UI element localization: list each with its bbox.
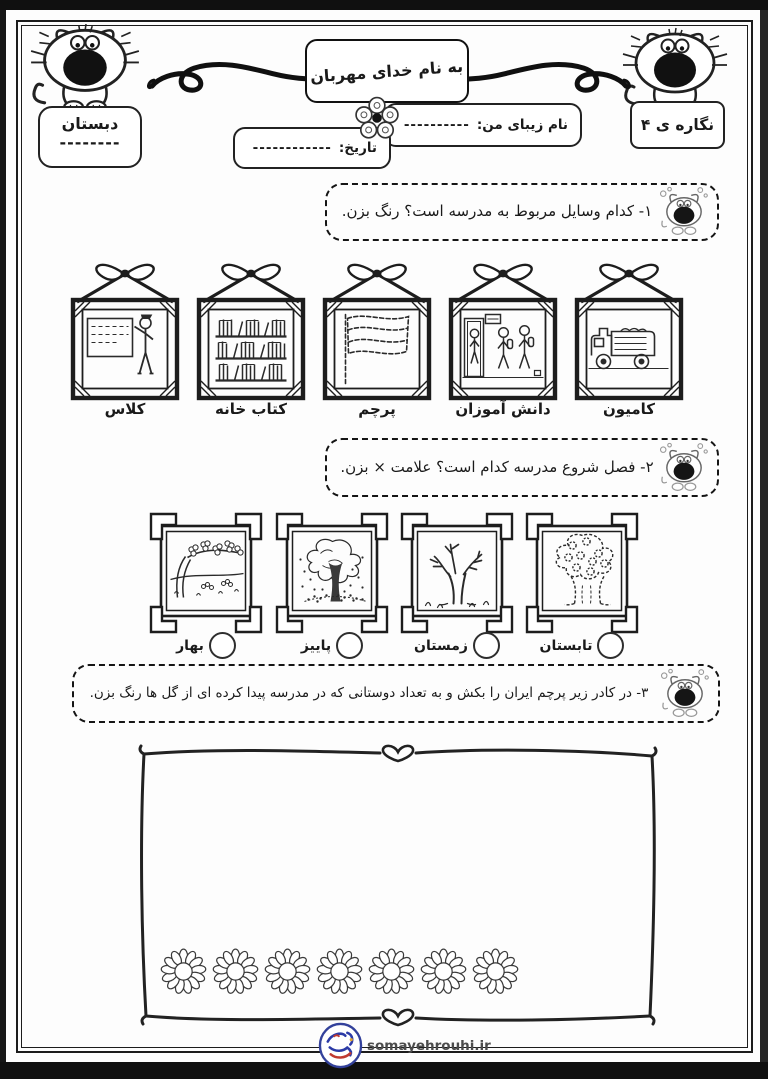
scan-edge-right xyxy=(760,8,768,1064)
answer-circle[interactable] xyxy=(208,632,236,659)
question-3-text: ۳- در کادر زیر پرچم ایران را بکش و به تع… xyxy=(89,684,649,701)
watermark-text: somayehrouhi.ir xyxy=(367,1037,491,1054)
page-border xyxy=(16,20,753,1053)
flower-icon[interactable] xyxy=(316,948,363,995)
winter-tree-illustration xyxy=(424,543,490,609)
date-box: تاریخ: ------------ xyxy=(233,127,391,169)
cat-icon xyxy=(656,437,712,495)
flower-decoration-icon xyxy=(354,96,400,144)
summer-tree-illustration xyxy=(555,533,614,606)
question-2-text: ۲- فصل شروع مدرسه کدام است؟ علامت × بزن. xyxy=(340,457,654,476)
bismillah-text: به نام خدای مهربان xyxy=(309,56,465,86)
heart-icon xyxy=(381,744,415,763)
frame-label: بهار xyxy=(176,637,204,654)
frame-library[interactable]: کتاب خانه xyxy=(190,256,312,418)
frame-label: تابستان xyxy=(539,637,593,654)
cat-icon xyxy=(657,663,713,721)
flower-icon[interactable] xyxy=(368,948,415,995)
frame-flag[interactable]: پرچم xyxy=(316,256,438,418)
scan-edge-top xyxy=(0,0,768,10)
answer-circle[interactable] xyxy=(597,632,625,659)
question-3-box: ۳- در کادر زیر پرچم ایران را بکش و به تع… xyxy=(72,664,720,723)
answer-circle[interactable] xyxy=(336,632,364,659)
answer-circle[interactable] xyxy=(472,632,500,659)
name-label: نام زیبای من: xyxy=(476,117,568,133)
frame-students[interactable]: دانش آموزان xyxy=(442,256,564,418)
frame-label: دانش آموزان xyxy=(455,400,551,418)
classroom-illustration xyxy=(86,314,154,375)
students-illustration xyxy=(462,313,544,378)
drawing-frame[interactable] xyxy=(126,738,670,1034)
frame-winter: زمستان xyxy=(397,511,517,659)
cat-icon xyxy=(656,182,712,240)
school-label: دبستان xyxy=(61,114,119,133)
watermark-logo-icon xyxy=(318,1022,363,1069)
flower-icon[interactable] xyxy=(472,948,519,995)
frame-classroom[interactable]: کلاس xyxy=(64,256,186,418)
drawing-frame-border xyxy=(138,744,658,1027)
frame-label: پرچم xyxy=(358,400,396,418)
question-1-text: ۱- کدام وسایل مربوط به مدرسه است؟ رنگ بز… xyxy=(341,202,653,221)
frame-label: زمستان xyxy=(414,637,468,654)
watermark: somayehrouhi.ir xyxy=(318,1022,491,1069)
student-name-box: نام زیبای من: ---------- xyxy=(384,103,582,147)
autumn-tree-illustration xyxy=(299,538,367,603)
truck-illustration xyxy=(588,327,669,370)
frame-summer: تابستان xyxy=(522,511,642,659)
scan-edge-left xyxy=(0,8,6,1064)
flower-icon[interactable] xyxy=(160,948,207,995)
bismillah-box: به نام خدای مهربان xyxy=(305,39,469,103)
flowers-row xyxy=(160,948,519,995)
question-2-box: ۲- فصل شروع مدرسه کدام است؟ علامت × بزن. xyxy=(325,438,719,497)
date-field[interactable]: ------------ xyxy=(252,140,332,156)
flourish-divider-icon xyxy=(146,46,632,104)
library-illustration xyxy=(215,319,287,382)
date-label: تاریخ: xyxy=(338,140,377,156)
school-name-field[interactable]: -------- xyxy=(59,133,121,152)
flower-icon[interactable] xyxy=(264,948,311,995)
scan-edge-bottom xyxy=(0,1062,768,1079)
flower-icon[interactable] xyxy=(420,948,467,995)
frame-truck[interactable]: کامیون xyxy=(568,256,690,418)
frame-autumn: پاییز xyxy=(272,511,392,659)
question-1-box: ۱- کدام وسایل مربوط به مدرسه است؟ رنگ بز… xyxy=(325,183,719,241)
name-field[interactable]: ---------- xyxy=(403,117,470,133)
frame-spring: بهار xyxy=(146,511,266,659)
worksheet-number-box: نگاره ی ۴ xyxy=(630,101,725,149)
flag-illustration xyxy=(344,313,410,385)
frame-label: کامیون xyxy=(603,400,655,418)
worksheet-number-text: نگاره ی ۴ xyxy=(640,116,715,134)
flower-icon[interactable] xyxy=(212,948,259,995)
school-name-box: دبستان -------- xyxy=(38,106,142,168)
frame-label: پاییز xyxy=(300,637,332,654)
frame-label: کتاب خانه xyxy=(215,400,287,418)
frame-label: کلاس xyxy=(104,400,146,418)
cat-illustration-left xyxy=(28,22,142,118)
spring-tree-illustration xyxy=(170,540,244,598)
